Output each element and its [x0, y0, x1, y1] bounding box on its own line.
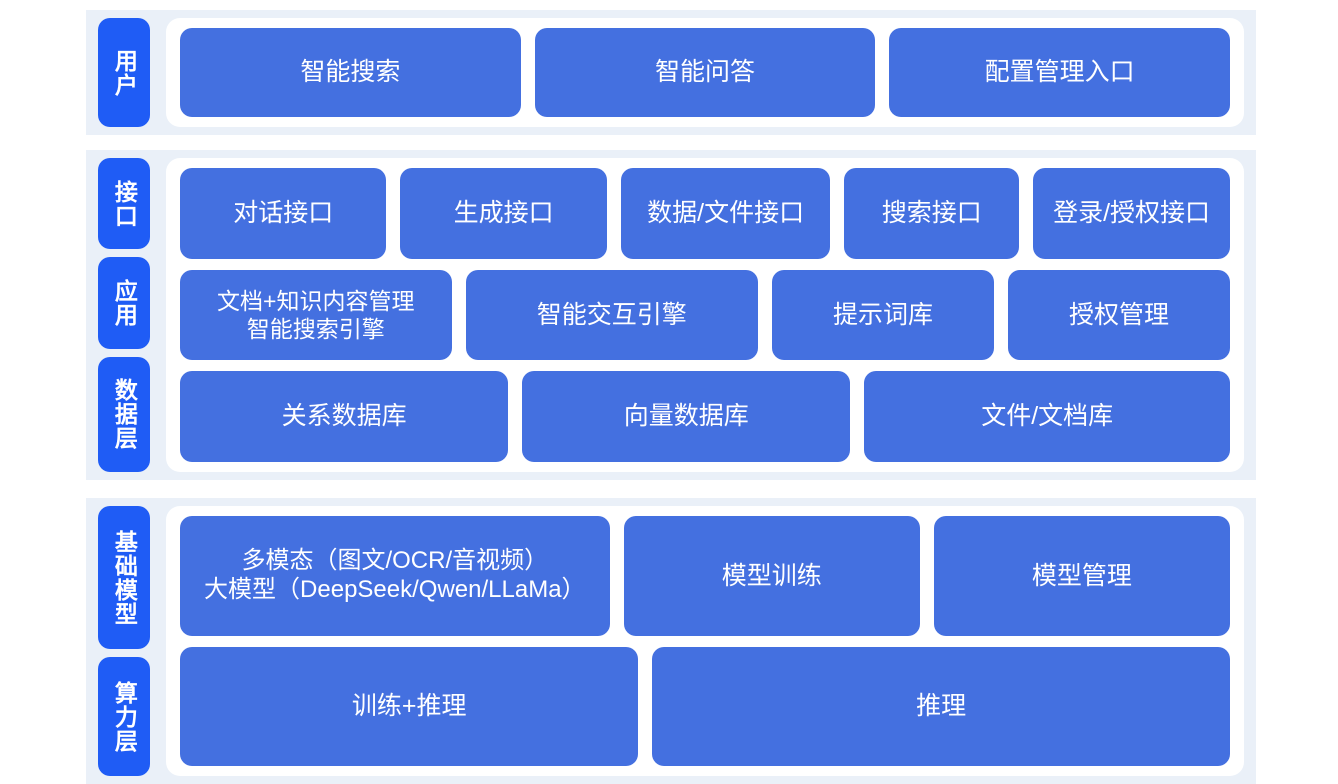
compute-row: 训练+推理 推理 — [180, 646, 1230, 766]
card-login-auth-api[interactable]: 登录/授权接口 — [1033, 168, 1231, 259]
layer-band-middle: 接口 应用 数据层 对话接口 生成接口 数据/文件接口 搜索接口 登录/授权接口… — [86, 150, 1256, 480]
interface-row: 对话接口 生成接口 数据/文件接口 搜索接口 登录/授权接口 — [180, 168, 1231, 259]
tab-column-base: 基础模型 算力层 — [86, 498, 162, 784]
card-inference[interactable]: 推理 — [652, 646, 1230, 766]
card-model-training[interactable]: 模型训练 — [623, 516, 920, 636]
card-interaction-engine[interactable]: 智能交互引擎 — [465, 269, 759, 361]
panel-user: 智能搜索 智能问答 配置管理入口 — [166, 18, 1244, 127]
layer-tab-application[interactable]: 应用 — [98, 257, 150, 349]
card-generate-api[interactable]: 生成接口 — [400, 168, 607, 259]
data-row: 关系数据库 向量数据库 文件/文档库 — [180, 371, 1230, 463]
card-prompt-library[interactable]: 提示词库 — [772, 269, 995, 361]
layer-tab-compute[interactable]: 算力层 — [98, 657, 150, 776]
card-multimodal-large-model[interactable]: 多模态（图文/OCR/音视频） 大模型（DeepSeek/Qwen/LLaMa） — [180, 516, 610, 636]
tab-column-middle: 接口 应用 数据层 — [86, 150, 162, 480]
card-config-entry[interactable]: 配置管理入口 — [889, 28, 1231, 117]
application-row: 文档+知识内容管理 智能搜索引擎 智能交互引擎 提示词库 授权管理 — [180, 269, 1231, 361]
card-vector-database[interactable]: 向量数据库 — [522, 371, 851, 463]
card-relational-database[interactable]: 关系数据库 — [180, 371, 509, 463]
layer-band-base: 基础模型 算力层 多模态（图文/OCR/音视频） 大模型（DeepSeek/Qw… — [86, 498, 1256, 784]
card-search-api[interactable]: 搜索接口 — [844, 168, 1020, 259]
card-dialog-api[interactable]: 对话接口 — [180, 168, 387, 259]
panel-base: 多模态（图文/OCR/音视频） 大模型（DeepSeek/Qwen/LLaMa）… — [166, 506, 1244, 776]
foundation-row: 多模态（图文/OCR/音视频） 大模型（DeepSeek/Qwen/LLaMa）… — [180, 516, 1230, 636]
card-auth-management[interactable]: 授权管理 — [1008, 269, 1231, 361]
layer-tab-interface[interactable]: 接口 — [98, 158, 150, 250]
card-data-file-api[interactable]: 数据/文件接口 — [620, 168, 831, 259]
card-smart-qa[interactable]: 智能问答 — [534, 28, 876, 117]
card-doc-knowledge-management[interactable]: 文档+知识内容管理 智能搜索引擎 — [180, 269, 452, 361]
tab-column-user: 用户 — [86, 10, 162, 135]
card-train-and-infer[interactable]: 训练+推理 — [180, 646, 639, 766]
layer-tab-foundation-model[interactable]: 基础模型 — [98, 506, 150, 649]
card-model-management[interactable]: 模型管理 — [933, 516, 1230, 636]
layer-tab-data[interactable]: 数据层 — [98, 356, 150, 472]
card-smart-search[interactable]: 智能搜索 — [180, 28, 521, 117]
card-file-document-store[interactable]: 文件/文档库 — [864, 371, 1230, 463]
layer-band-user: 用户 智能搜索 智能问答 配置管理入口 — [86, 10, 1256, 135]
layer-tab-user[interactable]: 用户 — [98, 18, 150, 127]
user-row: 智能搜索 智能问答 配置管理入口 — [180, 28, 1231, 117]
panel-middle: 对话接口 生成接口 数据/文件接口 搜索接口 登录/授权接口 文档+知识内容管理… — [166, 158, 1244, 472]
